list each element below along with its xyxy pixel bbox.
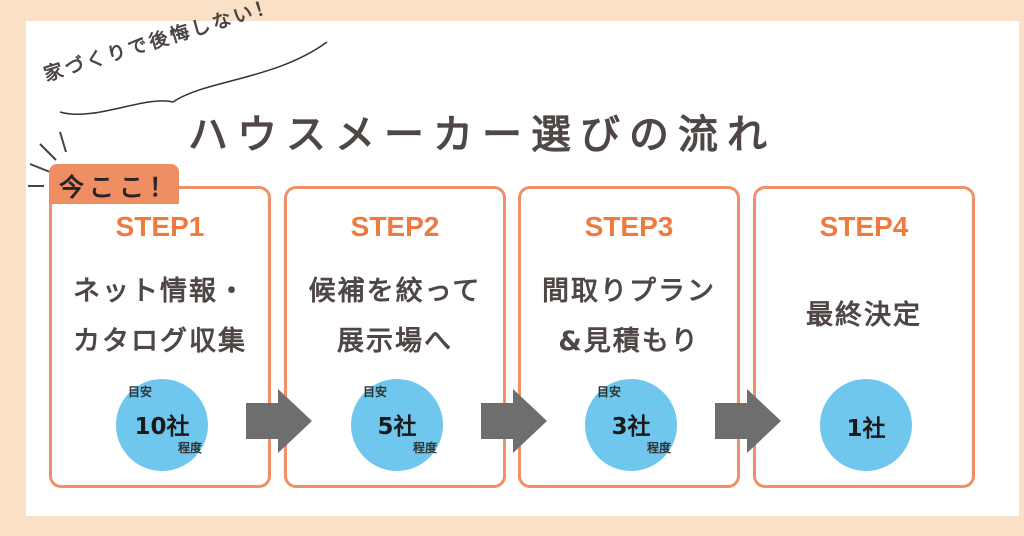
guide-suffix: 程度 — [646, 441, 671, 455]
guide-prefix: 目安 — [128, 385, 153, 399]
page-title: ハウスメーカー選びの流れ — [188, 112, 776, 158]
step-card-2: STEP2 候補を絞って 展示場へ 目安 5社 程度 — [284, 186, 506, 488]
step-label: STEP4 — [819, 211, 909, 242]
company-count-bubble: 目安 5社 程度 — [351, 379, 443, 471]
step-description-line: 最終決定 — [806, 300, 922, 331]
company-count: 5社 — [377, 414, 417, 440]
step-description: ネット情報・ カタログ収集 — [52, 267, 268, 367]
step-description-line: カタログ収集 — [73, 326, 247, 357]
company-count: 1社 — [846, 416, 886, 442]
guide-prefix: 目安 — [363, 385, 388, 399]
company-count: 3社 — [611, 414, 651, 440]
guide-suffix: 程度 — [412, 441, 437, 455]
guide-prefix: 目安 — [597, 385, 622, 399]
step-description: 間取りプラン &見積もり — [521, 267, 737, 367]
step-card-1: STEP1 ネット情報・ カタログ収集 目安 10社 程度 — [49, 186, 271, 488]
company-count-bubble: 目安 10社 程度 — [116, 379, 208, 471]
step-description-line: &見積もり — [558, 326, 700, 357]
tagline-swoosh — [59, 41, 328, 115]
step-description: 候補を絞って 展示場へ — [287, 267, 503, 367]
step-description-line: 間取りプラン — [542, 276, 716, 307]
company-count: 10社 — [134, 414, 190, 440]
step-label: STEP1 — [115, 211, 205, 242]
company-count-bubble: 1社 — [820, 379, 912, 471]
current-step-label: 今ここ！ — [59, 173, 180, 202]
emphasis-burst-icon — [28, 131, 67, 187]
right-arrow-icon — [481, 389, 547, 453]
step-description-line: 展示場へ — [337, 326, 453, 357]
right-arrow-icon — [715, 389, 781, 453]
company-count-bubble: 目安 3社 程度 — [585, 379, 677, 471]
step-description-line: 候補を絞って — [308, 276, 482, 307]
step-label: STEP3 — [584, 211, 674, 242]
right-arrow-icon — [246, 389, 312, 453]
step-description: 最終決定 — [756, 291, 972, 341]
step-card-3: STEP3 間取りプラン &見積もり 目安 3社 程度 — [518, 186, 740, 488]
current-step-badge: 今ここ！ — [49, 164, 179, 204]
guide-suffix: 程度 — [177, 441, 202, 455]
step-card-4: STEP4 最終決定 1社 — [753, 186, 975, 488]
step-label: STEP2 — [350, 211, 440, 242]
step-description-line: ネット情報・ — [73, 276, 247, 307]
